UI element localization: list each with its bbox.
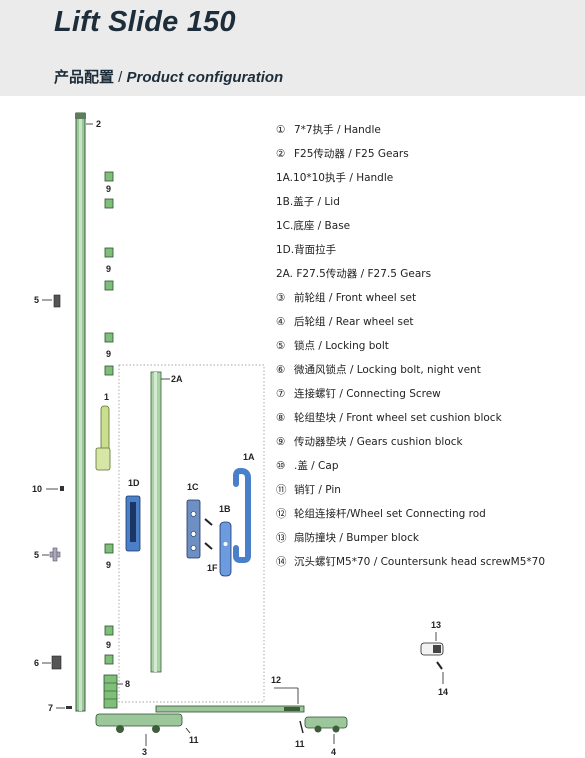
callout-14: 14 bbox=[438, 687, 448, 697]
callout-1B: 1B bbox=[219, 504, 231, 514]
locking-bolt-b bbox=[49, 547, 61, 562]
callout-7: 7 bbox=[48, 703, 53, 713]
rear-wheel-set bbox=[304, 716, 348, 733]
wheel-cushion-block bbox=[103, 674, 118, 709]
connecting-screw bbox=[66, 706, 72, 709]
callout-1: 1 bbox=[104, 392, 109, 402]
callout-1A: 1A bbox=[243, 452, 255, 462]
part-item: 1C.底座 / Base bbox=[276, 220, 351, 232]
part-item: 1A.10*10执手 / Handle bbox=[276, 172, 394, 184]
pin-upper bbox=[204, 518, 213, 526]
callout-11-a: 11 bbox=[189, 735, 199, 745]
part-item: 1D.背面拉手 bbox=[276, 244, 337, 256]
callout-3: 3 bbox=[142, 747, 147, 757]
part-item: 2A. F27.5传动器 / F27.5 Gears bbox=[276, 268, 432, 280]
back-handle-1d bbox=[125, 495, 141, 552]
gear-rail-2a bbox=[150, 371, 162, 673]
page-subtitle: 产品配置 / Product configuration bbox=[54, 66, 283, 87]
callout-2A: 2A bbox=[171, 374, 183, 384]
countersunk-screw bbox=[436, 661, 443, 670]
callout-11-b: 11 bbox=[295, 739, 305, 749]
callout-9-a: 9 bbox=[106, 184, 111, 194]
callout-9-d: 9 bbox=[106, 560, 111, 570]
callout-2: 2 bbox=[96, 119, 101, 129]
wheel-set-connecting-rod bbox=[155, 705, 305, 713]
cap-10 bbox=[60, 486, 64, 491]
front-wheel-set bbox=[95, 713, 183, 733]
bumper-block bbox=[420, 642, 444, 656]
callout-9-b: 9 bbox=[106, 264, 111, 274]
subtitle-en: Product configuration bbox=[126, 69, 284, 86]
callout-1F: 1F bbox=[207, 563, 218, 573]
lid-1b bbox=[219, 521, 232, 577]
callout-1C: 1C bbox=[187, 482, 199, 492]
dotted-frame bbox=[118, 364, 265, 703]
gears-cushion-blocks bbox=[104, 171, 114, 665]
part-item: ⑩.盖 / Cap bbox=[276, 460, 339, 472]
callout-6: 6 bbox=[34, 658, 39, 668]
callout-5-a: 5 bbox=[34, 295, 39, 305]
handle-1 bbox=[95, 405, 111, 471]
locking-bolt-a bbox=[53, 294, 61, 308]
header-band: Lift Slide 150 产品配置 / Product configurat… bbox=[0, 0, 585, 96]
callout-5-b: 5 bbox=[34, 550, 39, 560]
subtitle-zh: 产品配置 bbox=[54, 68, 115, 86]
callout-1D: 1D bbox=[128, 478, 140, 488]
handle-1a bbox=[233, 468, 251, 563]
base-1c bbox=[186, 499, 201, 559]
subtitle-separator: / bbox=[114, 69, 127, 86]
part-item: 1B.盖子 / Lid bbox=[276, 196, 340, 208]
callout-10: 10 bbox=[32, 484, 42, 494]
callout-13: 13 bbox=[431, 620, 441, 630]
night-vent-bolt bbox=[51, 655, 62, 670]
main-gear-rail bbox=[75, 112, 86, 712]
callout-8: 8 bbox=[125, 679, 130, 689]
page-title: Lift Slide 150 bbox=[54, 6, 236, 38]
callout-9-e: 9 bbox=[106, 640, 111, 650]
callout-12: 12 bbox=[271, 675, 281, 685]
callout-4: 4 bbox=[331, 747, 336, 757]
pin-lower bbox=[204, 542, 213, 550]
callout-9-c: 9 bbox=[106, 349, 111, 359]
